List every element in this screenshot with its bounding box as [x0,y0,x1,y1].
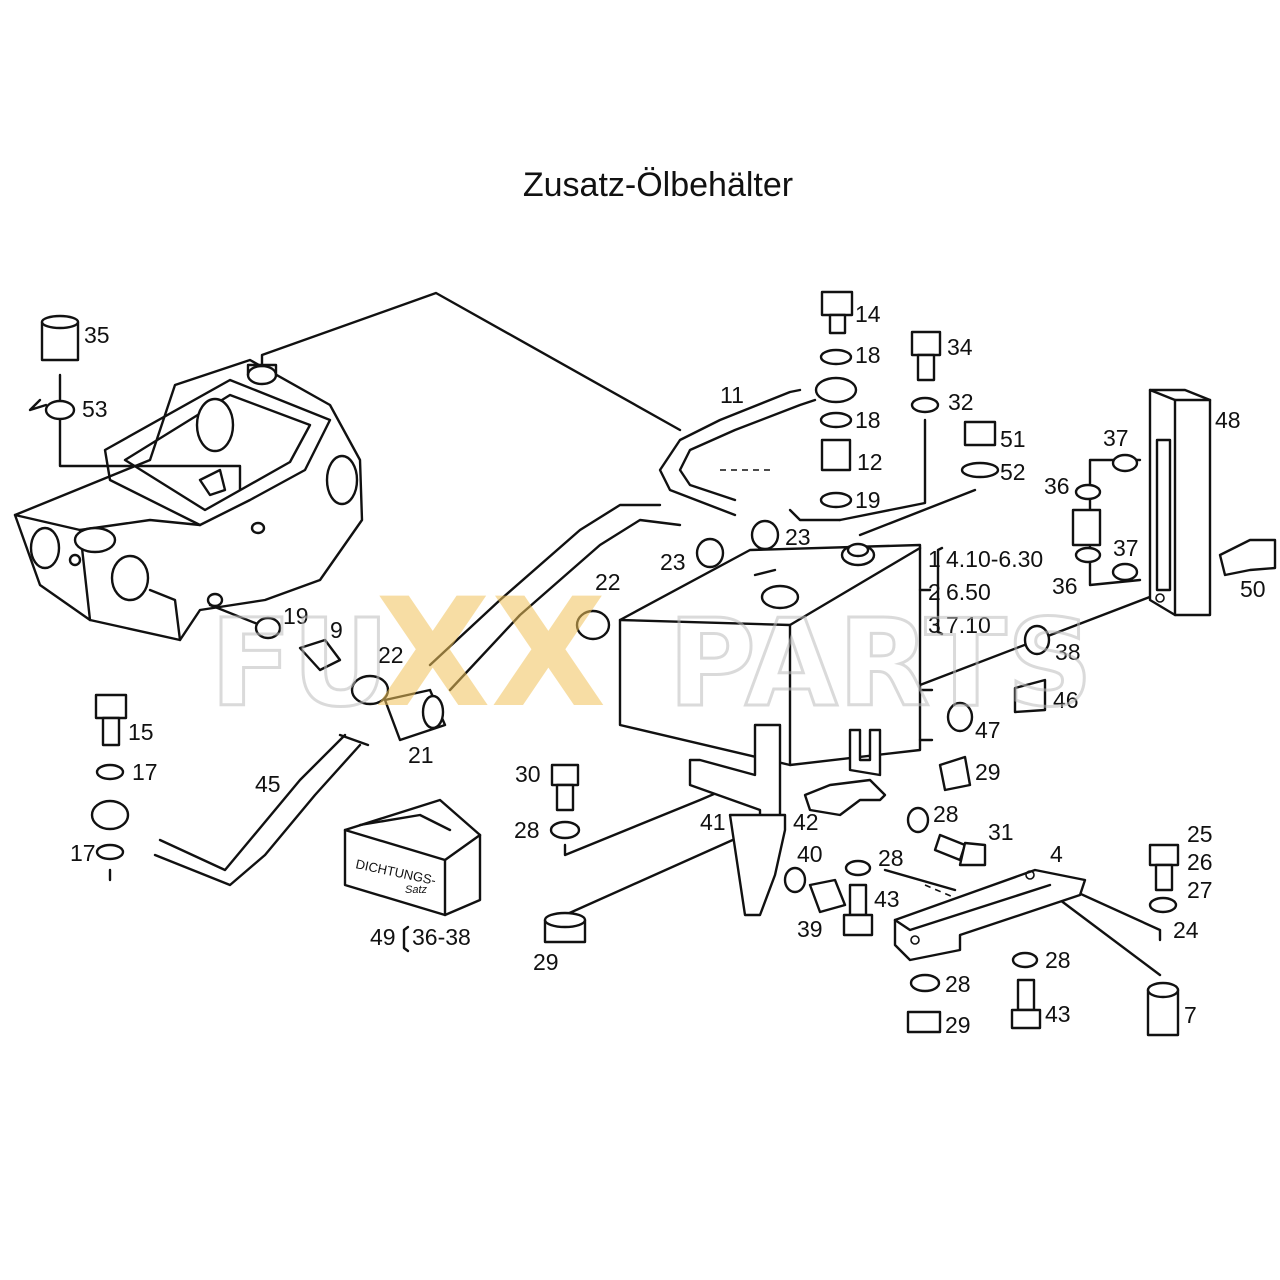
mounting-rail [893,868,1087,962]
label-9: 9 [330,617,343,643]
label-47: 47 [975,717,1001,743]
label-22a: 22 [595,569,621,595]
small-parts [28,290,1277,1037]
kit-label: 49 36-38 [370,924,471,953]
label-31: 31 [988,819,1014,845]
label-27: 27 [1187,877,1213,903]
part-labels: 35 53 14 18 18 12 19 11 34 32 51 52 37 3… [70,301,1266,1038]
label-24: 24 [1173,917,1199,943]
label-25: 25 [1187,821,1213,847]
label-36b: 36 [1052,573,1078,599]
label-45: 45 [255,771,281,797]
gasket-kit-box: DICHTUNGS- Satz [343,798,482,917]
label-22b: 22 [378,642,404,668]
gasket-kit-text-2: Satz [405,884,428,896]
label-28e: 28 [945,971,971,997]
label-52: 52 [1000,459,1026,485]
label-36a: 36 [1044,473,1070,499]
tank-brackets [688,723,887,917]
label-17b: 17 [70,840,96,866]
label-7: 7 [1184,1002,1197,1028]
label-23a: 23 [785,524,811,550]
variant-2-range: 6.50 [946,579,991,605]
label-53: 53 [82,396,108,422]
label-15: 15 [128,719,154,745]
label-35: 35 [84,322,110,348]
watermark: FU XX PARTS [209,567,1095,741]
watermark-left: FU [210,595,389,734]
label-4: 4 [1050,841,1063,867]
label-50: 50 [1240,576,1266,602]
label-48: 48 [1215,407,1241,433]
variant-3-range: 7.10 [946,612,991,638]
label-28a: 28 [933,801,959,827]
label-46: 46 [1053,687,1079,713]
label-37a: 37 [1103,425,1129,451]
label-12: 12 [857,449,883,475]
label-19a: 19 [855,487,881,513]
label-14: 14 [855,301,881,327]
label-11: 11 [720,382,744,408]
label-39: 39 [797,916,823,942]
label-43b: 43 [1045,1001,1071,1027]
label-43a: 43 [874,886,900,912]
sight-gauge-bracket [1148,388,1212,617]
hoses [153,388,817,887]
label-34: 34 [947,334,973,360]
label-18a: 18 [855,342,881,368]
label-17a: 17 [132,759,158,785]
label-18b: 18 [855,407,881,433]
oil-tank [618,542,934,767]
label-28b: 28 [878,845,904,871]
variant-1-range: 4.10-6.30 [946,546,1043,572]
kit-label-no: 49 [370,924,396,950]
label-29c: 29 [945,1012,971,1038]
diagram-title: Zusatz-Ölbehälter [523,166,793,204]
watermark-mid: XX [375,567,606,741]
label-28d: 28 [1045,947,1071,973]
label-29b: 29 [533,949,559,975]
label-23b: 23 [660,549,686,575]
leader-lines [58,291,1162,977]
label-26: 26 [1187,849,1213,875]
label-51: 51 [1000,426,1026,452]
label-21: 21 [408,742,434,768]
label-41: 41 [700,809,726,835]
label-30: 30 [515,761,541,787]
label-32: 32 [948,389,974,415]
kit-label-range: 36-38 [412,924,471,950]
label-19b: 19 [283,603,309,629]
label-28c: 28 [514,817,540,843]
variant-list: 1 4.10-6.30 2 6.50 3 7.10 [928,546,1043,638]
label-42: 42 [793,809,819,835]
watermark-right: PARTS [668,595,1093,734]
label-37b: 37 [1113,535,1139,561]
label-40: 40 [797,841,823,867]
label-29a: 29 [975,759,1001,785]
label-38: 38 [1055,639,1081,665]
gearbox-housing [13,358,364,642]
